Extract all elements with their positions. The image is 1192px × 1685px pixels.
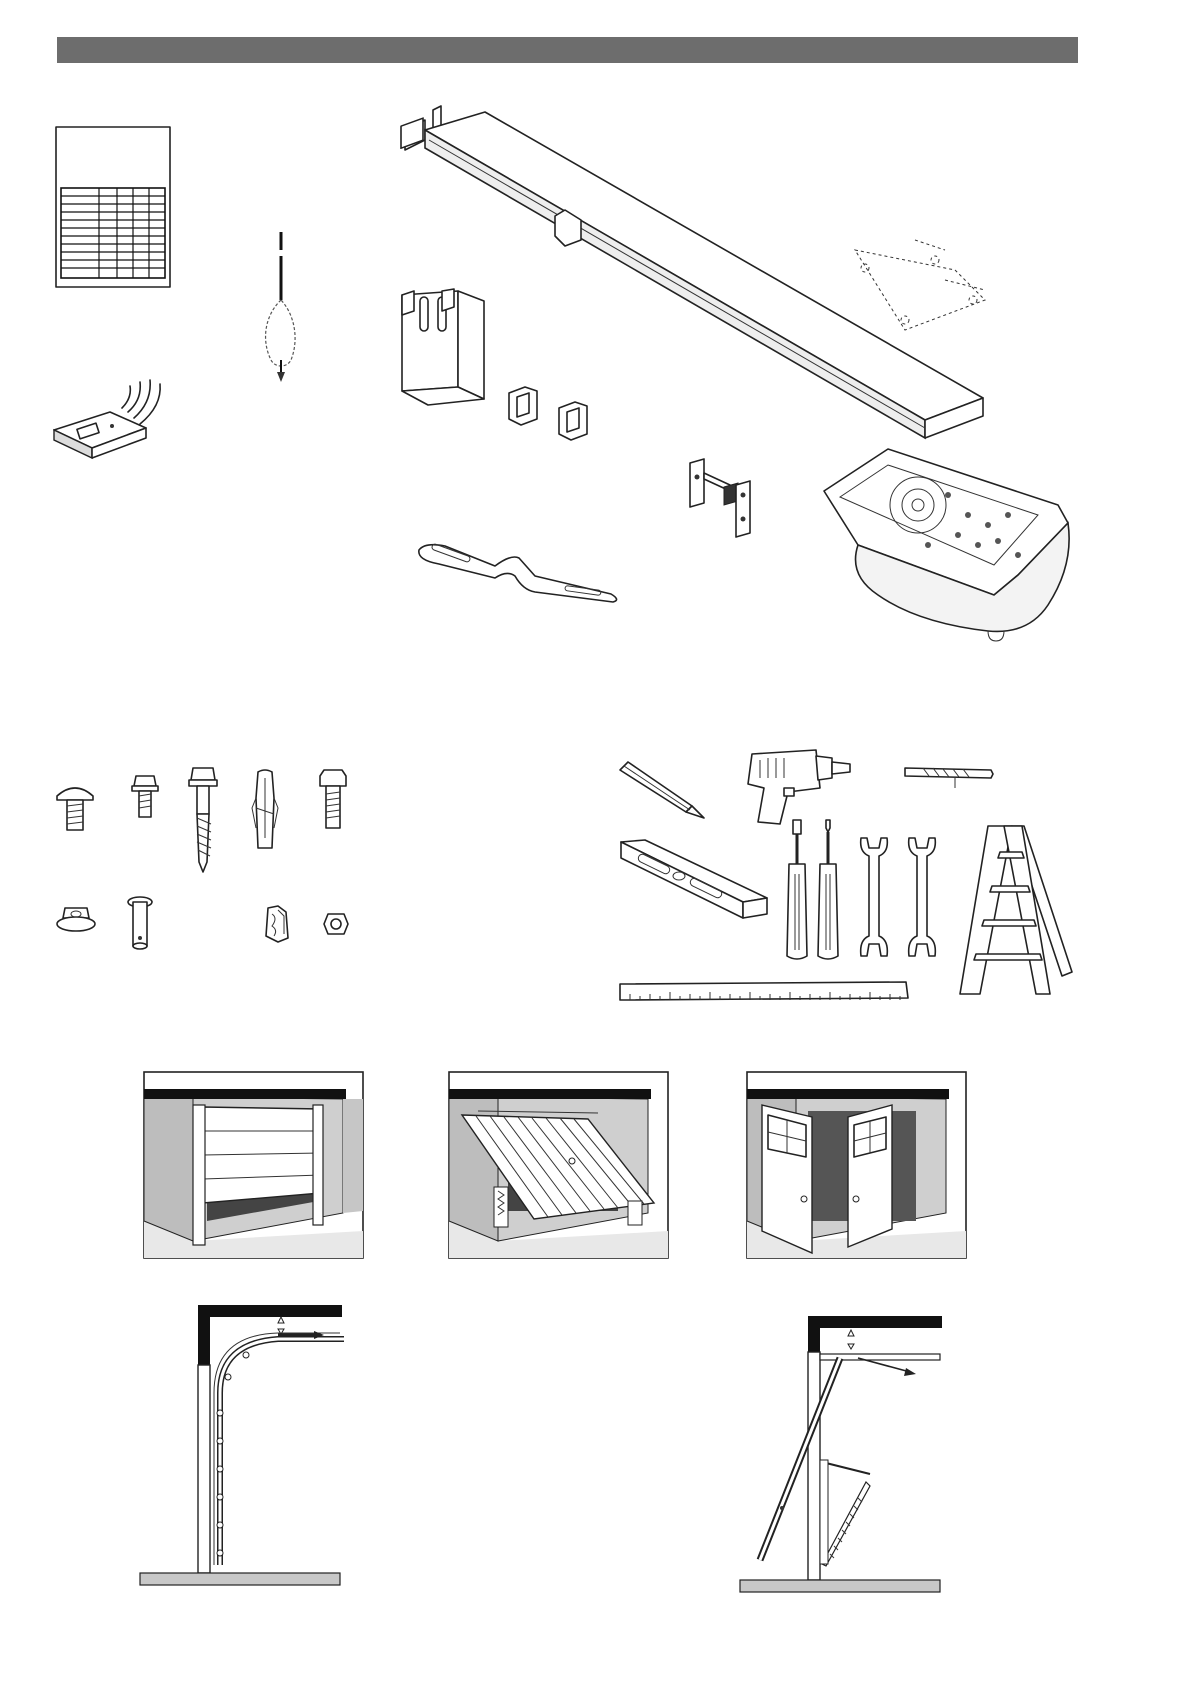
power-drill-icon (740, 748, 854, 826)
remote-control-icon (50, 378, 170, 462)
wall-bracket-icon (686, 457, 756, 541)
wall-plug-icon (248, 768, 282, 854)
hex-flange-screw-icon (130, 772, 160, 820)
lag-screw-icon (185, 766, 221, 874)
flat-screwdriver-icon (785, 818, 809, 962)
spring-clip-icon (262, 904, 292, 944)
hex-bolt-icon (318, 768, 348, 832)
step-ladder-icon (958, 822, 1076, 998)
sectional-door (143, 1071, 364, 1259)
sectional-door-section (138, 1303, 344, 1587)
side-hinged-door (746, 1071, 967, 1259)
instruction-sheet-icon (55, 126, 172, 289)
clevis-pin-icon (125, 896, 155, 952)
up-and-over-door-section (738, 1314, 944, 1594)
carriage-bolt-icon (55, 780, 95, 834)
spirit-level-icon (617, 838, 773, 926)
open-end-wrench-icon (905, 834, 939, 960)
emergency-release-cord-icon (255, 230, 295, 386)
up-and-over-door (448, 1071, 669, 1259)
ruler-icon (618, 980, 910, 1002)
pencil-icon (616, 760, 708, 820)
curved-door-arm-icon (415, 540, 622, 604)
drill-bit-icon (903, 760, 995, 790)
door-bracket-icon (398, 287, 490, 414)
phillips-screwdriver-icon (816, 818, 840, 962)
open-end-wrench-icon (857, 834, 891, 960)
flange-nut-icon (55, 904, 97, 934)
motor-unit-icon (818, 445, 1072, 641)
rail-clip-icon (505, 383, 541, 427)
header-bar (57, 37, 1078, 63)
rail-clip-icon (555, 398, 591, 442)
lock-nut-icon (322, 912, 350, 938)
